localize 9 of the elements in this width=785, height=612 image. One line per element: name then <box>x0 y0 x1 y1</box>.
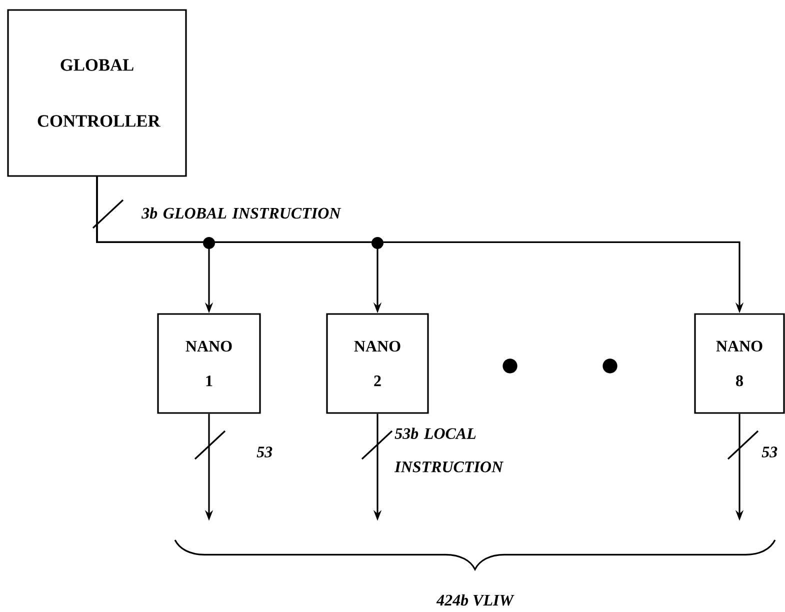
edge-label: 53b LOCAL INSTRUCTION <box>394 428 504 472</box>
brace-label: 424b VLIW <box>436 594 514 606</box>
edge-label: 53 <box>256 446 272 458</box>
edge-label: 3b GLOBAL INSTRUCTION <box>141 207 342 219</box>
processor-box: NANO 8 <box>694 313 785 414</box>
processor-box: NANO 2 <box>326 313 429 414</box>
controller-box: GLOBAL CONTROLLER <box>7 9 187 177</box>
edge-label: 53 <box>762 446 778 458</box>
processor-box: NANO 1 <box>157 313 261 414</box>
